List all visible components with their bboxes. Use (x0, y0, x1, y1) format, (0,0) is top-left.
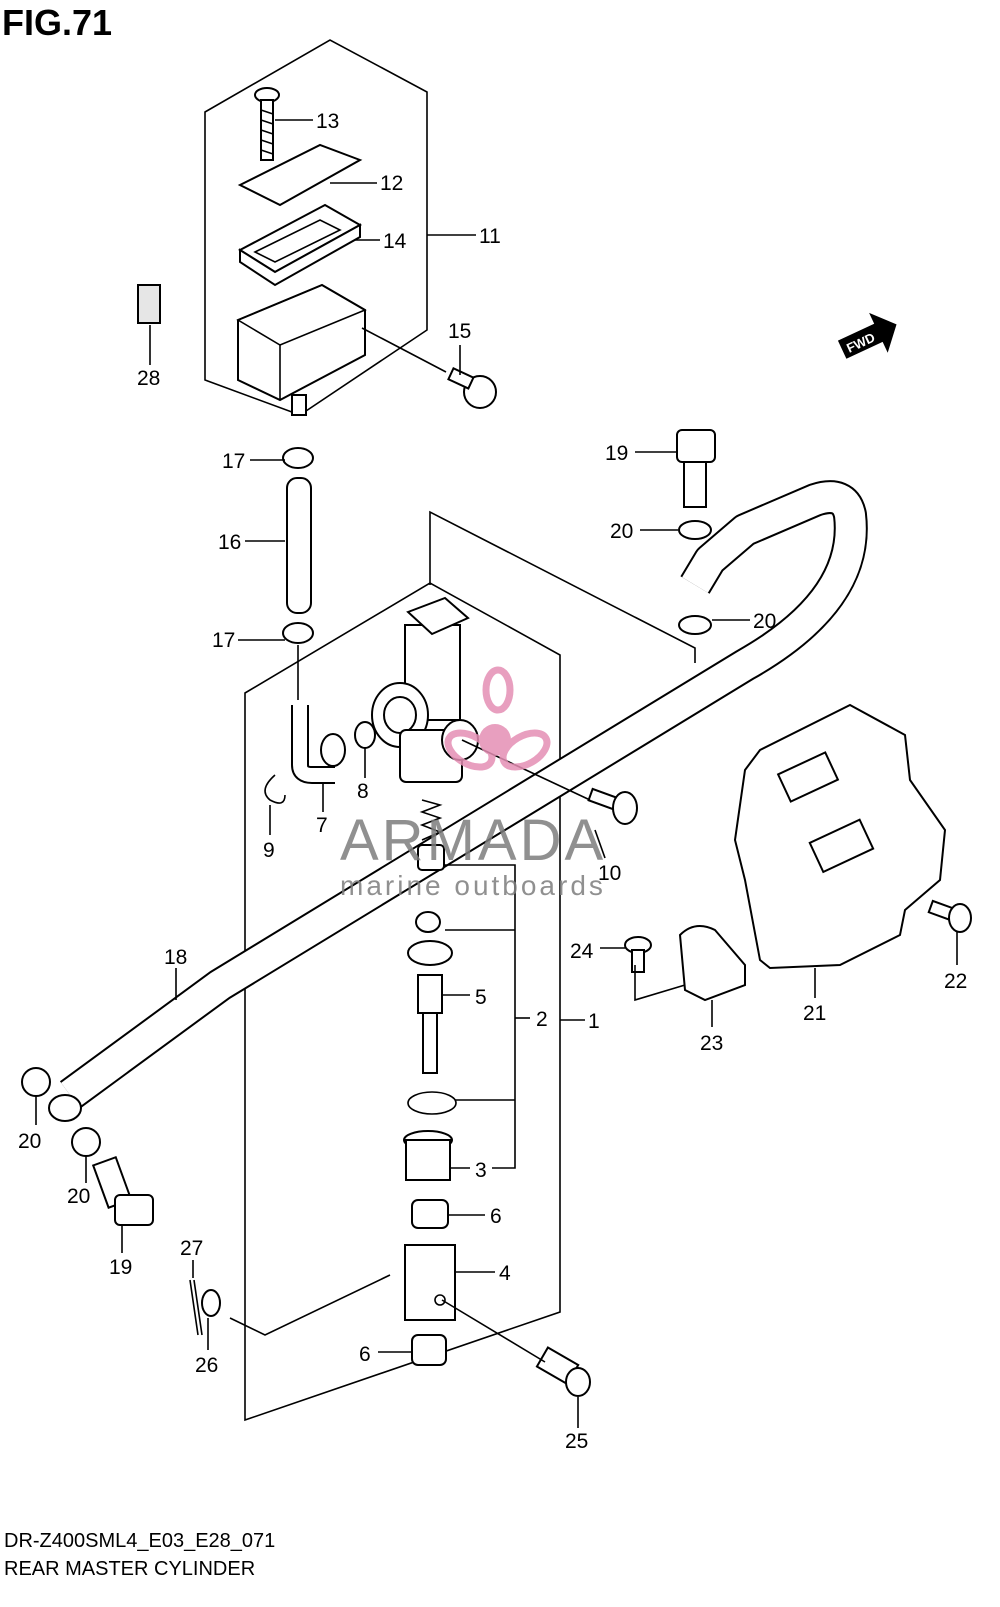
callout-28: 28 (137, 367, 160, 390)
callout-4: 4 (499, 1262, 511, 1285)
reservoir-cap-plate (237, 143, 363, 207)
bracket-23 (678, 925, 746, 1002)
piston-cup (417, 844, 445, 871)
nut-6-upper (411, 1199, 449, 1229)
callout-19-upper: 19 (605, 442, 628, 465)
bolt-22 (927, 899, 972, 933)
callout-22: 22 (944, 970, 967, 993)
pad-28 (137, 284, 161, 324)
boot-3 (403, 1130, 453, 1181)
callout-20-lower-b: 20 (67, 1185, 90, 1208)
piston-seal (415, 911, 441, 933)
callout-8: 8 (357, 780, 369, 803)
callout-20-upper-b: 20 (753, 610, 776, 633)
clevis-4 (404, 1244, 456, 1321)
master-cylinder-group-outline (244, 582, 561, 1422)
callout-6-upper: 6 (490, 1205, 502, 1228)
circlip-9 (264, 774, 286, 804)
callout-15: 15 (448, 320, 471, 343)
callout-2: 2 (536, 1008, 548, 1031)
circlip-2 (407, 1091, 457, 1115)
callout-23: 23 (700, 1032, 723, 1055)
callout-21: 21 (803, 1002, 826, 1025)
bolt-15 (447, 367, 497, 409)
callout-7: 7 (316, 814, 328, 837)
guard-window-upper (776, 751, 840, 803)
union-bolt-upper (676, 429, 716, 508)
piston-spring (419, 799, 443, 841)
callout-24: 24 (570, 940, 594, 963)
callout-20-upper-a: 20 (610, 520, 633, 543)
hose-clamp-upper (282, 447, 314, 469)
callout-17-lower: 17 (212, 629, 235, 652)
callout-5: 5 (475, 986, 487, 1009)
callout-20-lower-a: 20 (18, 1130, 41, 1153)
reservoir-group-outline (204, 39, 428, 416)
watermark-brand: ARMADA (340, 808, 606, 873)
guard-window-lower (808, 818, 875, 874)
washer-20-upper-a (678, 520, 712, 540)
callout-25: 25 (565, 1430, 588, 1453)
callout-labels: 13 12 14 11 28 15 17 16 17 19 20 20 8 7 … (18, 110, 967, 1453)
callout-10: 10 (598, 862, 621, 885)
clevis-pin-25 (535, 1346, 591, 1397)
washer-20-upper-b (678, 615, 712, 635)
callout-11: 11 (479, 225, 501, 248)
fwd-direction-badge: FWD (837, 312, 897, 359)
callout-1: 1 (588, 1010, 600, 1033)
washer-26 (201, 1289, 221, 1317)
callout-19-lower: 19 (109, 1256, 132, 1279)
watermark-tagline: marine outboards (340, 870, 606, 901)
callout-13: 13 (316, 110, 339, 133)
callout-18: 18 (164, 946, 187, 969)
push-rod-washer (407, 940, 453, 966)
model-code: DR-Z400SML4_E03_E28_071 (4, 1530, 276, 1552)
reservoir-screw (254, 87, 280, 161)
reservoir-body (236, 283, 367, 416)
o-ring-8 (354, 721, 376, 749)
armada-watermark: ARMADA marine outboards (340, 666, 606, 901)
master-cylinder-body (371, 596, 479, 783)
callout-16: 16 (218, 531, 241, 554)
hose-group-outline (429, 510, 696, 663)
reservoir-hose (286, 477, 312, 614)
hose-clamp-lower (282, 622, 314, 644)
callout-14: 14 (383, 230, 407, 253)
nut-6-lower (411, 1334, 447, 1366)
leader-lines (35, 119, 958, 1428)
hose-banjo-fitting (48, 1094, 82, 1122)
callout-17-upper: 17 (222, 450, 245, 473)
push-rod (417, 974, 443, 1074)
callout-27: 27 (180, 1237, 203, 1260)
bolt-10 (587, 787, 638, 825)
callout-12: 12 (380, 172, 403, 195)
diagram-caption: REAR MASTER CYLINDER (4, 1558, 256, 1580)
cotter-pin-27 (189, 1279, 203, 1336)
callout-26: 26 (195, 1354, 218, 1377)
callout-9: 9 (263, 839, 275, 862)
washer-20-lower-b (71, 1127, 101, 1157)
callout-6-lower: 6 (359, 1343, 371, 1366)
figure-title: FIG.71 (2, 2, 113, 43)
washer-20-lower-a (21, 1067, 51, 1097)
reservoir-diaphragm (238, 203, 363, 287)
callout-3: 3 (475, 1159, 487, 1182)
union-bolt-lower (91, 1155, 154, 1226)
screw-24 (624, 936, 652, 973)
